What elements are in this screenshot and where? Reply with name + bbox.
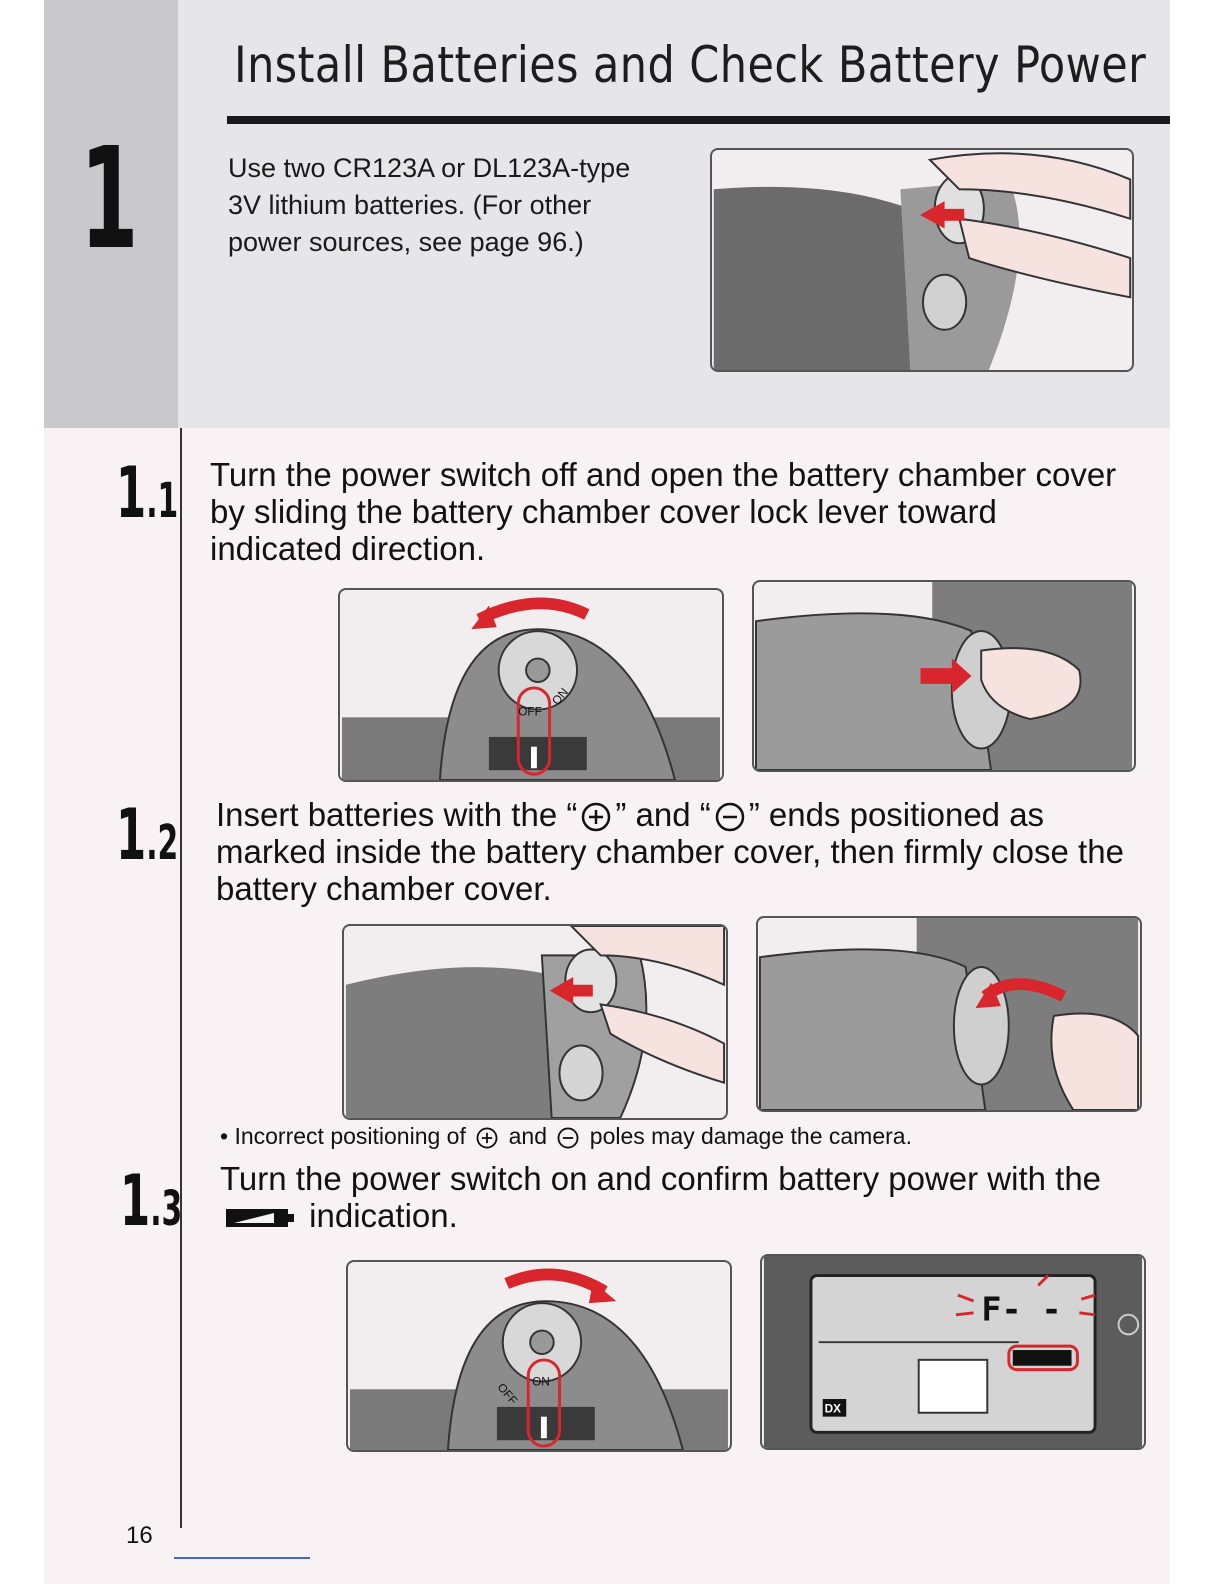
step-number-1-1: 1.1	[116, 452, 179, 534]
lcd-dx-label: DX	[825, 1403, 841, 1416]
close-cover-icon	[758, 918, 1140, 1110]
switch-off-label: OFF	[518, 705, 542, 718]
lcd-frame-counter: F- -	[981, 1290, 1061, 1329]
switch-on-label-2: ON	[532, 1375, 550, 1388]
step-1-2-text: Insert batteries with the “ ” and “” ends…	[216, 796, 1136, 907]
power-switch-icon: OFF ON	[341, 597, 721, 780]
step-number-1-3: 1.3	[120, 1160, 183, 1242]
chapter-number: 1	[80, 118, 139, 281]
minus-pole-small-icon	[557, 1127, 579, 1149]
lcd-panel-illustration: F- - DX	[760, 1254, 1146, 1450]
minus-pole-icon	[715, 803, 744, 832]
power-switch-on-illustration: ON OFF	[346, 1260, 732, 1452]
power-switch-off-illustration: OFF ON	[338, 588, 724, 782]
intro-text: Use two CR123A or DL123A-type 3V lithium…	[228, 153, 631, 257]
step-1-2-text-b: ” and “	[615, 796, 711, 833]
polarity-warning-note: • Incorrect positioning of and poles may…	[220, 1123, 912, 1149]
battery-insert-icon	[713, 152, 1132, 370]
plus-pole-small-icon	[476, 1127, 498, 1149]
battery-full-icon	[226, 1209, 294, 1228]
step-divider-line	[180, 428, 182, 1528]
bottom-link-underline	[174, 1557, 310, 1559]
step-1-3-text: Turn the power switch on and confirm bat…	[220, 1160, 1140, 1234]
step-1-2-text-a: Insert batteries with the “	[216, 796, 578, 833]
close-cover-illustration	[756, 916, 1142, 1112]
battery-insert-illustration	[710, 148, 1134, 372]
battery-orientation-illustration	[342, 924, 728, 1120]
manual-page: Install Batteries and Check Battery Powe…	[44, 0, 1170, 1584]
step-number-1-2: 1.2	[116, 794, 179, 876]
chapter-strip	[44, 0, 178, 428]
step-1-2-text-c: ” ends positioned as marked inside the b…	[216, 796, 1124, 907]
plus-pole-icon	[582, 803, 611, 832]
cover-lock-icon	[755, 582, 1132, 770]
step-1-3-text-a: Turn the power switch on and confirm bat…	[220, 1160, 1102, 1197]
page-title: Install Batteries and Check Battery Powe…	[234, 36, 1147, 94]
cover-lock-lever-illustration	[752, 580, 1136, 772]
power-switch-on-icon: ON OFF	[350, 1268, 728, 1450]
title-rule	[227, 116, 1170, 124]
step-1-1-text: Turn the power switch off and open the b…	[210, 456, 1117, 567]
battery-orientation-icon	[345, 926, 726, 1118]
page-number: 16	[126, 1522, 153, 1549]
step-1-3-text-b: indication.	[309, 1197, 458, 1234]
lcd-panel-icon: F- - DX	[763, 1256, 1143, 1448]
